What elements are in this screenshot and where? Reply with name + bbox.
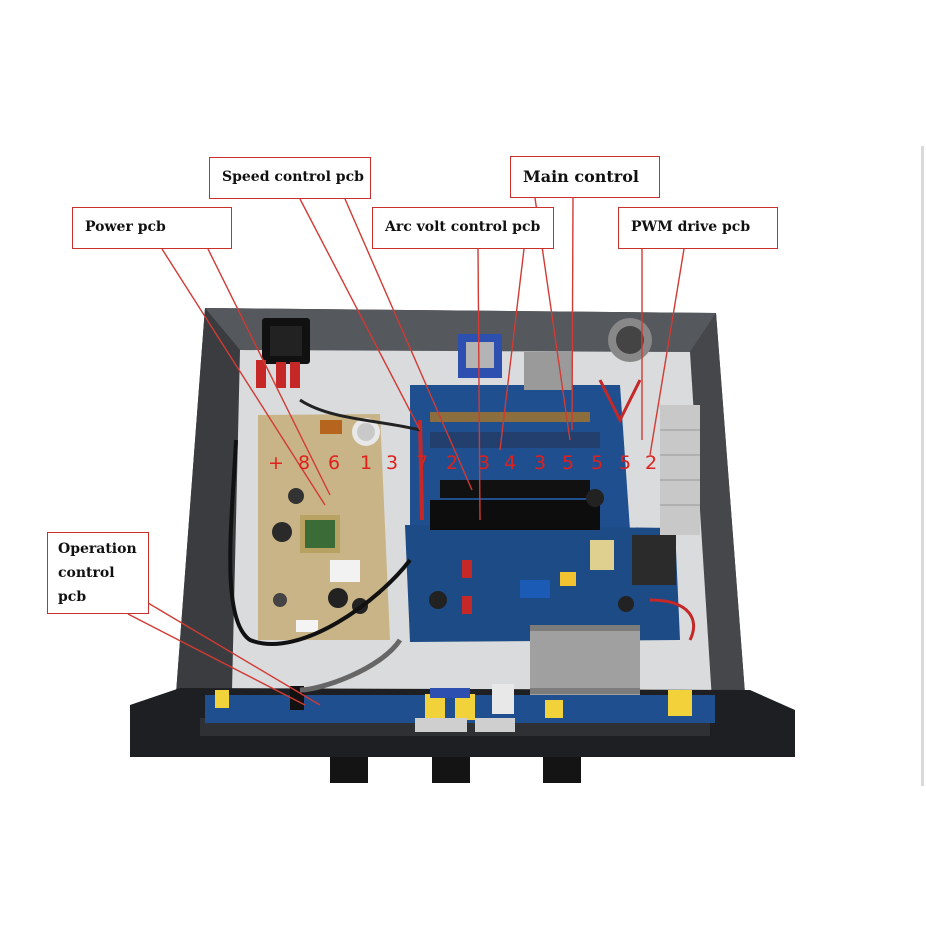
pwm-heatsink [608,318,700,585]
wire-mark: 5 [562,452,575,474]
wire-mark: + [268,452,284,474]
wire-mark: 3 [386,452,399,474]
pwm-drive-pcb-callout: PWM drive pcb [618,207,778,249]
callout-leaders [127,197,685,706]
grey-cable [299,638,403,693]
operation-control-pcb-callout: Operation control pcb [47,532,149,614]
wire-mark: 3 [534,452,547,474]
power-pcb [258,414,390,640]
black-cable-2 [299,398,421,432]
wire-mark: 5 [619,452,632,474]
image-edge-line [921,146,924,786]
speed-control-pcb-callout: Speed control pcb [209,157,371,199]
control-boards [405,334,696,695]
power-switch [256,318,310,388]
pwm-drive-pcb-label: PWM drive pcb [631,219,751,235]
main-control-label: Main control [523,167,639,186]
wire-mark: 6 [328,452,341,474]
arc-volt-control-pcb-label: Arc volt control pcb [385,219,541,235]
operation-label-line-3: pcb [58,589,87,605]
operation-label-line-1: Operation [58,541,137,557]
wire-mark: 1 [360,452,373,474]
wire-mark: 3 [478,452,491,474]
power-pcb-callout: Power pcb [72,207,232,249]
wire-mark: 8 [298,452,311,474]
operation-control-pcb [205,684,715,732]
wire-mark: 4 [504,452,517,474]
wire-mark: 5 [591,452,604,474]
power-pcb-label: Power pcb [85,219,166,235]
arc-volt-control-pcb-callout: Arc volt control pcb [372,207,554,249]
wire-mark: 2 [446,452,459,474]
operation-label-line-2: control [58,565,115,581]
black-cable [228,439,412,646]
wire-mark: 7 [416,452,429,474]
wire-mark: 2 [645,452,658,474]
main-control-callout: Main control [510,156,660,198]
speed-control-pcb-label: Speed control pcb [222,169,364,185]
